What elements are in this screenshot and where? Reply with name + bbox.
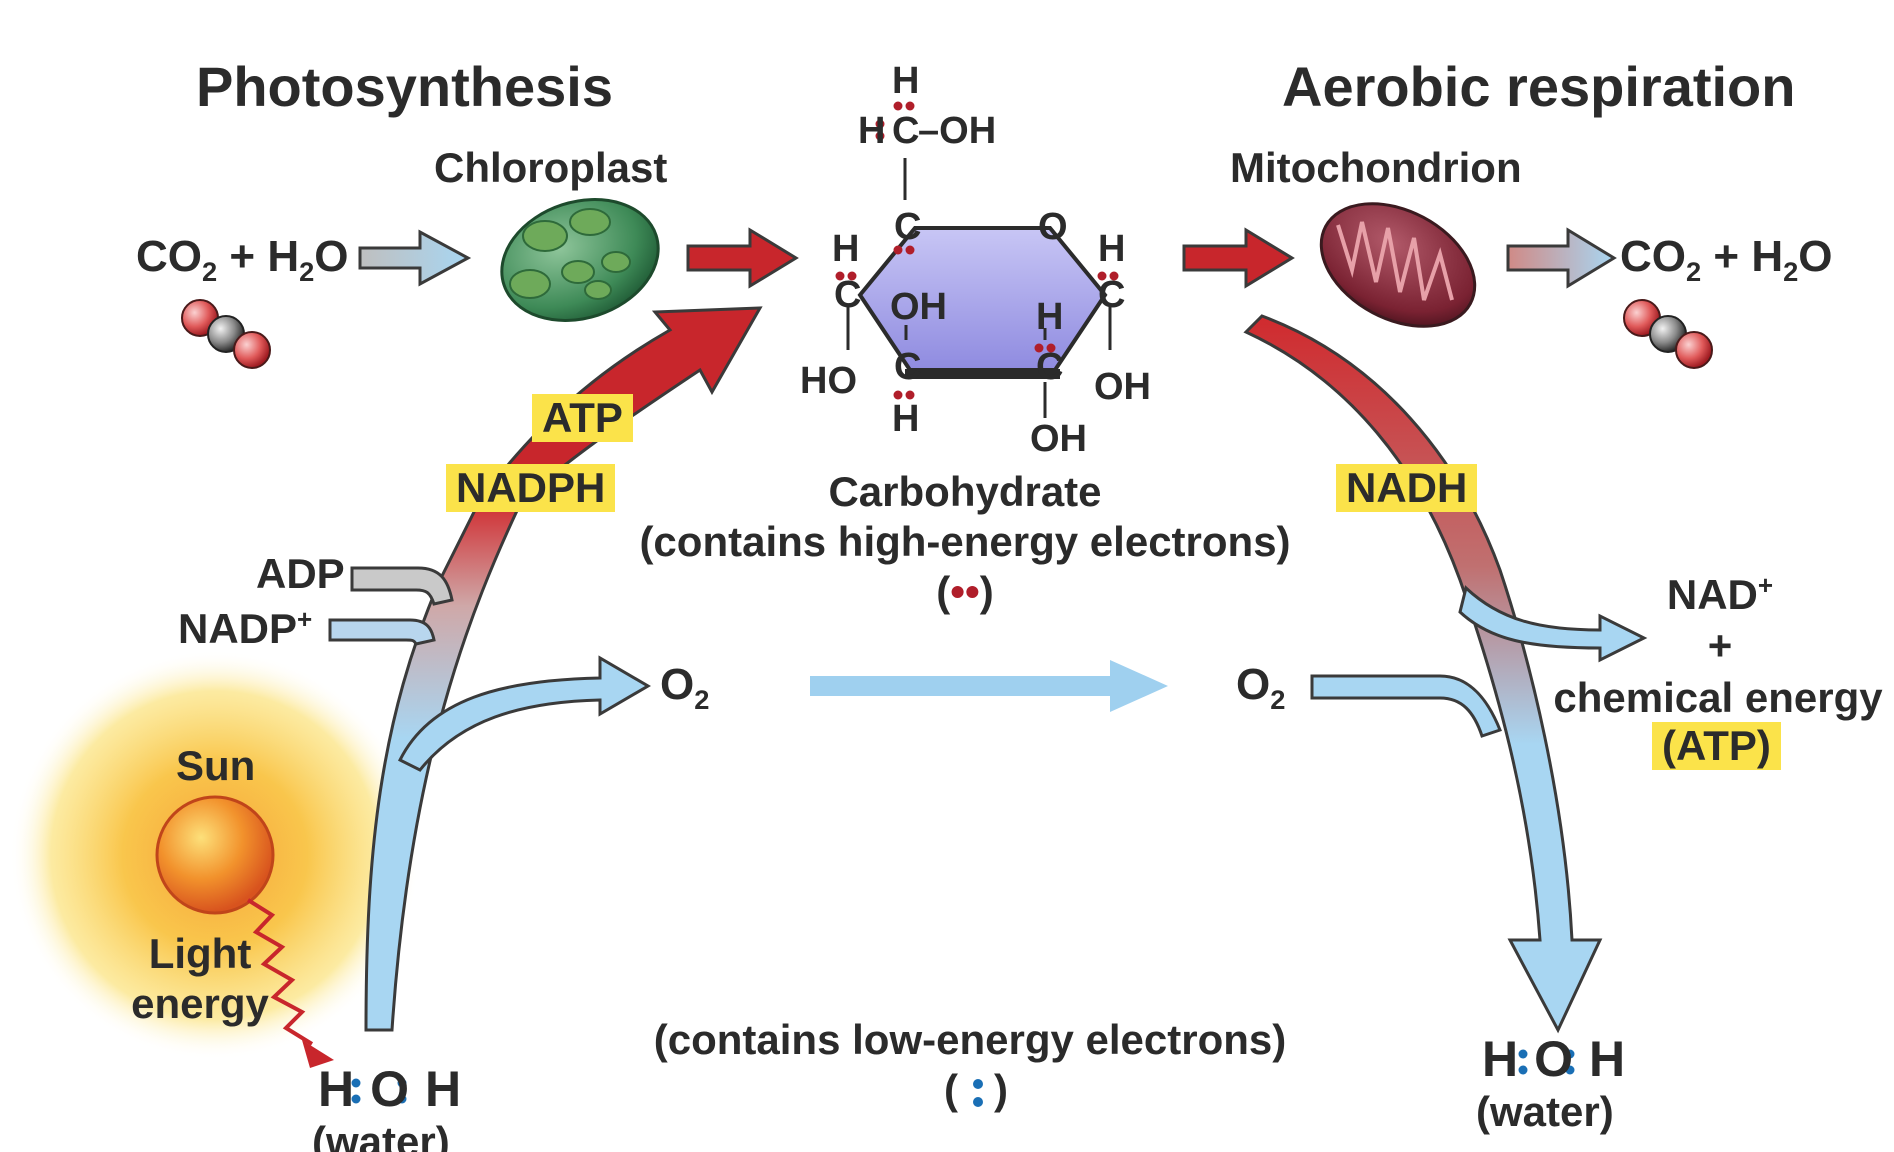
co2-molecule-right bbox=[1623, 299, 1713, 369]
atom-oh-c1: OH bbox=[1094, 366, 1151, 408]
sun-icon bbox=[155, 795, 275, 915]
atom-ho-c4: HO bbox=[800, 360, 857, 402]
nadh-badge: NADH bbox=[1336, 464, 1478, 512]
adp-input-arrow bbox=[350, 566, 454, 606]
chloroplast-icon bbox=[500, 198, 660, 322]
title-aerobic-respiration: Aerobic respiration bbox=[1282, 55, 1796, 118]
water-right-label: (water) bbox=[1476, 1088, 1614, 1135]
atom-oh-c6: –OH bbox=[918, 110, 997, 152]
nadp-input-arrow bbox=[328, 618, 436, 646]
atom-c3: C bbox=[894, 346, 922, 388]
atom-h-c2: H bbox=[1036, 296, 1064, 338]
high-energy-electron-pairs bbox=[835, 101, 1119, 400]
carbohydrate-note: (contains high-energy electrons) bbox=[639, 518, 1291, 565]
atom-oh-c3: OH bbox=[890, 286, 947, 328]
atp-output-badge: (ATP) bbox=[1652, 722, 1781, 770]
atom-h-c6: H bbox=[858, 110, 886, 152]
o2-right-label: O2 bbox=[1236, 660, 1286, 715]
co2-molecule-left bbox=[181, 299, 271, 369]
title-photosynthesis: Photosynthesis bbox=[196, 55, 613, 118]
adp-label: ADP bbox=[256, 550, 345, 597]
atom-c5: C bbox=[894, 206, 922, 248]
nad-label: NAD+ bbox=[1666, 570, 1774, 618]
sun-label: Sun bbox=[176, 742, 256, 789]
low-energy-note: (contains low-energy electrons) bbox=[653, 1016, 1287, 1063]
reactants-co2-h2o: CO2 + H2O bbox=[136, 232, 349, 287]
nadp-label: NADP+ bbox=[178, 604, 313, 652]
co2-in-arrow bbox=[358, 229, 472, 287]
light-energy-arrowhead bbox=[302, 1040, 334, 1068]
carb-to-mito-arrow bbox=[1182, 227, 1295, 289]
o2-left-label: O2 bbox=[660, 660, 710, 715]
carbohydrate-label: Carbohydrate bbox=[828, 468, 1102, 515]
mitochondrion-icon bbox=[1319, 202, 1477, 328]
atom-c2: C bbox=[1036, 346, 1064, 388]
o2-release-arrow bbox=[397, 655, 651, 772]
nadh-flow-arrow bbox=[1243, 314, 1603, 1034]
o2-transfer-arrow bbox=[810, 660, 1168, 712]
atom-oh-c2: OH bbox=[1030, 418, 1087, 460]
mitochondrion-label: Mitochondrion bbox=[1230, 144, 1522, 191]
nad-output-arrow bbox=[1458, 585, 1648, 663]
low-energy-electron-pairs bbox=[351, 1049, 1575, 1107]
light-energy-ray bbox=[246, 898, 314, 1046]
chloroplast-to-carb-arrow bbox=[686, 227, 799, 289]
atom-h-c3: H bbox=[892, 398, 920, 440]
atom-h-top: H bbox=[892, 60, 920, 102]
atom-h-c1: H bbox=[1098, 228, 1126, 270]
o2-uptake-arrow bbox=[1310, 674, 1502, 738]
low-energy-open-paren: ( bbox=[944, 1066, 958, 1113]
nad-plus-sign: + bbox=[1707, 622, 1733, 669]
chemical-energy-label: chemical energy bbox=[1553, 674, 1883, 721]
atom-h-c4: H bbox=[832, 228, 860, 270]
carbohydrate-molecule bbox=[846, 158, 1112, 418]
co2-out-arrow bbox=[1506, 227, 1617, 289]
high-energy-symbol: (••) bbox=[936, 568, 994, 615]
nadph-badge: NADPH bbox=[446, 464, 616, 512]
atom-c4: C bbox=[834, 274, 862, 316]
low-energy-close-paren: ) bbox=[994, 1066, 1008, 1113]
atom-o-ring: O bbox=[1038, 206, 1068, 248]
chloroplast-label: Chloroplast bbox=[434, 144, 668, 191]
energy-label: energy bbox=[131, 980, 269, 1027]
atom-c1: C bbox=[1098, 274, 1126, 316]
light-label: Light bbox=[148, 930, 252, 977]
products-co2-h2o: CO2 + H2O bbox=[1620, 232, 1833, 287]
water-left-label: (water) bbox=[312, 1118, 450, 1152]
atp-badge: ATP bbox=[532, 394, 633, 442]
atom-c6: C bbox=[892, 110, 920, 152]
